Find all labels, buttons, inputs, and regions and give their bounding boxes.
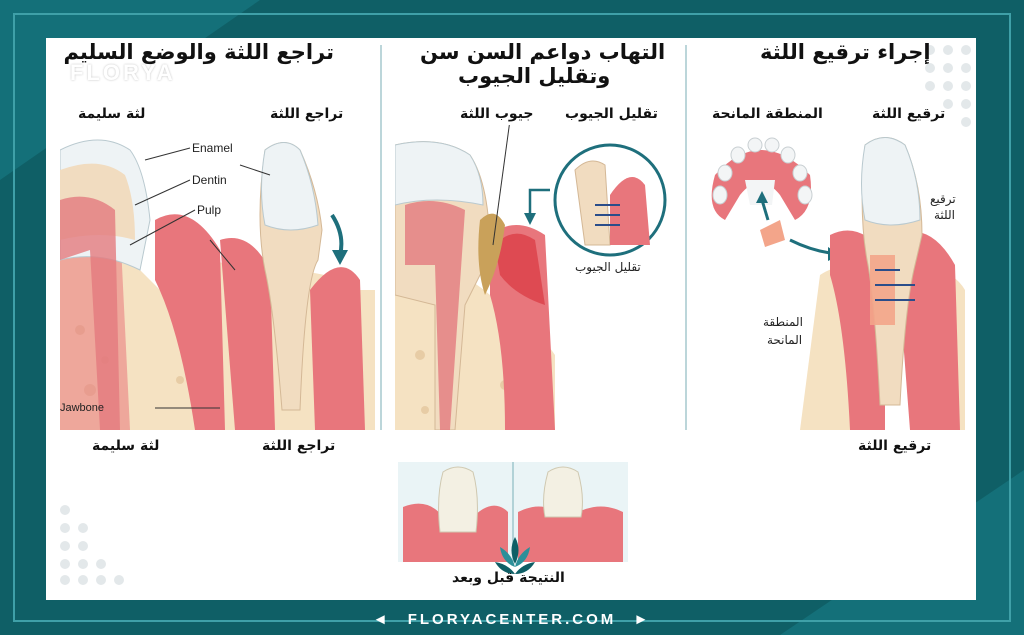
periodontitis-illustration xyxy=(395,125,667,430)
panel3-label-donor-side-2: المانحة xyxy=(767,333,803,347)
gum-graft-illustration xyxy=(711,137,965,430)
panel3-label-graft-bottom: ترقيع اللثة xyxy=(858,438,932,454)
footer-right-arrow-icon: ► xyxy=(633,611,652,628)
label-enamel: Enamel xyxy=(192,141,233,155)
panel2-label-reduction-caption: تقليل الجيوب xyxy=(575,260,641,274)
panel3-label-graft-side-2: اللثة xyxy=(934,208,956,222)
panel1-title: تراجع اللثة والوضع السليم xyxy=(63,40,334,64)
healthy-vs-recession-illustration xyxy=(60,139,375,430)
panel3-label-donor-top: المنطقة المانحة xyxy=(712,106,823,122)
label-jawbone: Jawbone xyxy=(60,402,105,414)
footer-url[interactable]: ◄ FLORYACENTER.COM ► xyxy=(0,611,1024,628)
footer-url-text: FLORYACENTER.COM xyxy=(407,611,617,628)
footer-left-arrow-icon: ◄ xyxy=(372,611,391,628)
dot-pattern-top-right xyxy=(925,45,971,127)
before-after-illustration xyxy=(398,462,628,562)
label-dentin: Dentin xyxy=(192,173,227,187)
lotus-logo-icon xyxy=(495,537,535,574)
panel1-label-healthy-top: لثة سليمة xyxy=(78,106,146,122)
panel1-label-recession-top: تراجع اللثة xyxy=(270,106,344,122)
panel2-title-line2: وتقليل الجيوب xyxy=(458,64,611,88)
florya-logo: FLORYA xyxy=(70,60,176,85)
panel1-label-recession-bottom: تراجع اللثة xyxy=(262,438,336,454)
panel3-label-graft-side-1: ترقيع xyxy=(930,192,956,206)
panel1-label-healthy-bottom: لثة سليمة xyxy=(92,438,160,454)
panel2-label-reduction-top: تقليل الجيوب xyxy=(565,106,658,122)
panel3-title: إجراء ترقيع اللثة xyxy=(760,40,931,64)
result-caption: النتيجة قبل وبعد xyxy=(452,570,565,586)
panel3-label-donor-side-1: المنطقة xyxy=(763,315,803,329)
panel2-title-line1: التهاب دواعم السن سن xyxy=(420,40,666,64)
dot-pattern-bottom-left xyxy=(60,505,124,585)
florya-logo-sub: CENTER xyxy=(138,85,194,95)
panel3-label-graft-top: ترقيع اللثة xyxy=(872,106,946,122)
label-pulp: Pulp xyxy=(197,203,222,217)
panel2-label-pockets: جيوب اللثة xyxy=(460,106,534,122)
